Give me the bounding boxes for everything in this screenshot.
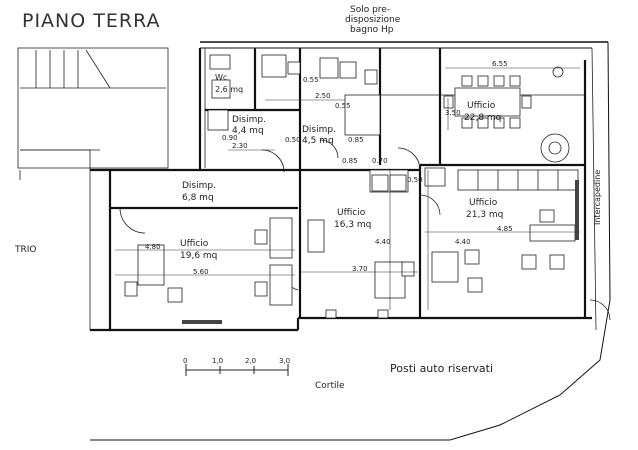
room-ufficio4-name: Ufficio <box>469 198 498 208</box>
room-disimp3-area: 6,8 mq <box>182 193 214 203</box>
room-ufficio3-name: Ufficio <box>337 208 366 218</box>
dim-label: 6.55 <box>492 60 508 68</box>
note-line-2: disposizione <box>345 15 401 25</box>
trio-label: TRIO <box>14 245 37 255</box>
toilet-icon <box>211 79 231 99</box>
room-disimp2-area: 4,5 mq <box>302 136 334 146</box>
scale-tick-2: 2,0 <box>245 357 256 365</box>
note-line-1: Solo pre- <box>350 5 390 15</box>
scale-tick-3: 3,0 <box>279 357 290 365</box>
dim-label: 0.50 <box>285 136 301 144</box>
room-ufficio1-name: Ufficio <box>467 101 496 111</box>
dim-label: 2.50 <box>315 92 331 100</box>
shower-icon <box>261 54 287 78</box>
office-desks-right <box>431 180 579 293</box>
plan-title: PIANO TERRA <box>22 10 161 32</box>
dim-label: 0.70 <box>372 157 388 165</box>
room-disimp1-area: 4,4 mq <box>232 126 264 136</box>
note-line-3: bagno Hp <box>350 25 394 35</box>
room-wc-area: 2,6 mq <box>215 85 243 94</box>
dim-label: 2.30 <box>232 142 248 150</box>
courtyard-label: Cortile <box>315 381 345 391</box>
room-ufficio3-area: 16,3 mq <box>334 220 371 230</box>
dim-label: 0.85 <box>342 157 358 165</box>
room-wc-name: Wc <box>215 73 227 82</box>
dimension-lines <box>115 67 580 310</box>
dim-label: 0.55 <box>303 76 319 84</box>
office-desks-center <box>307 174 415 319</box>
dim-label: 4.85 <box>497 225 513 233</box>
dim-label: 3.70 <box>352 265 368 273</box>
dim-label: 0.90 <box>222 134 238 142</box>
sink-icon <box>209 54 231 70</box>
parking-label: Posti auto riservati <box>390 362 493 375</box>
room-ufficio1-area: 22,8 mq <box>464 113 501 123</box>
room-ufficio4-area: 21,3 mq <box>466 210 503 220</box>
room-disimp3-name: Disimp. <box>182 181 216 191</box>
room-ufficio2-name: Ufficio <box>180 239 209 249</box>
dim-label: 3.50 <box>445 109 461 117</box>
scale-tick-0: 0 <box>183 357 187 365</box>
intercapedine-label: Intercapedine <box>593 170 602 225</box>
dim-label: 0.50 <box>407 176 423 184</box>
room-ufficio2-area: 19,6 mq <box>180 251 217 261</box>
plant-icon <box>540 133 570 163</box>
staircase <box>17 47 169 169</box>
dim-label: 0.85 <box>348 136 364 144</box>
dim-label: 5.60 <box>193 268 209 276</box>
bathroom-fixtures <box>207 54 378 131</box>
dim-label: 0.55 <box>335 102 351 110</box>
dim-label: 4.40 <box>455 238 471 246</box>
dim-label: 4.80 <box>145 243 161 251</box>
building-walls <box>19 41 611 441</box>
room-disimp2-name: Disimp. <box>302 125 336 135</box>
washbasin-icon <box>207 109 229 131</box>
room-disimp1-name: Disimp. <box>232 115 266 125</box>
dim-label: 4.40 <box>375 238 391 246</box>
scale-bar: 0 1,0 2,0 3,0 <box>183 357 290 376</box>
scale-tick-1: 1,0 <box>212 357 223 365</box>
meeting-table <box>443 66 570 163</box>
